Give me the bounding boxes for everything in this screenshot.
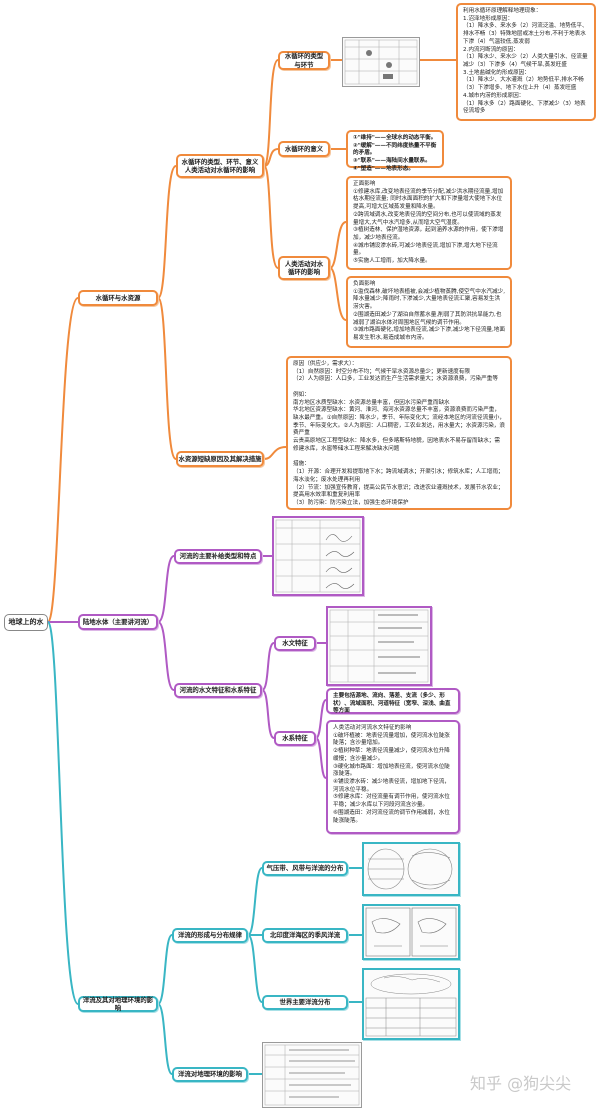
hydro-table-icon (329, 609, 429, 683)
water-cycle-table-image (342, 37, 420, 87)
recharge-table-icon (275, 519, 361, 593)
note-shortage-causes-measures: 原因（供应少，需求大）： （1）自然原因：时空分布不均；气候干旱水资源总量少；更… (286, 356, 512, 510)
edge-root-ocean (47, 621, 79, 1005)
world-currents-image (362, 968, 460, 1040)
leaf-human-impact[interactable]: 人类活动对水 循环的影响 (278, 256, 330, 280)
topic-current-formation[interactable]: 洋流的形成与分布规律 (172, 928, 248, 943)
note-positive-impact: 正面影响 ①修建水库,改变地表径流的季节分配,减少洪水期径流量,增加枯水期径流量… (346, 176, 512, 270)
leaf-cycle-significance[interactable]: 水循环的意义 (278, 141, 330, 157)
leaf-system-feature[interactable]: 水系特征 (274, 731, 316, 746)
note-human-river-impact: 人类活动对河流水文特征的影响 ①破坏植被：地表径流量增加，使河流水位陡涨陡落；含… (326, 720, 460, 834)
topic-river-hydro-system[interactable]: 河流的水文特征和水系特征 (174, 683, 262, 698)
leaf-world-currents[interactable]: 世界主要洋流分布 (262, 995, 348, 1010)
water-cycle-table-icon (344, 39, 418, 85)
monsoon-current-image (362, 904, 460, 960)
note-cycle-significance: ①"维持"——全球水的动态平衡。 ②"缓解"——不同纬度热量不平衡的矛盾。 ③"… (346, 130, 444, 172)
edge-root-water (47, 297, 79, 623)
topic-river-recharge[interactable]: 河流的主要补给类型和特点 (174, 549, 262, 564)
current-effect-table-image (262, 1042, 362, 1108)
watermark: 知乎 @狗尖尖 (470, 1074, 572, 1093)
leaf-pressure-wind-current[interactable]: 气压带、风带与洋流的分布 (262, 861, 348, 876)
leaf-hydrological-feature[interactable]: 水文特征 (274, 636, 316, 651)
monsoon-map-icon (365, 907, 457, 957)
pressure-belt-icon (367, 848, 453, 890)
topic-water-shortage[interactable]: 水资源短缺原因及其解决措施 (176, 451, 264, 467)
recharge-table-image (272, 516, 364, 596)
branch-ocean[interactable]: 洋流及其对地理环境的影响 (78, 996, 158, 1012)
note-swamp-causes: 利用水循环原理解释地理现象： 1.沼泽地形成原因： （1）降水多、来水多（2）河… (456, 3, 596, 121)
current-effect-table-icon (264, 1044, 360, 1106)
leaf-north-indian-monsoon[interactable]: 北印度洋海区的季风洋流 (262, 928, 348, 943)
branch-water-cycle[interactable]: 水循环与水资源 (78, 290, 158, 306)
hydro-feature-table-image (326, 606, 432, 686)
world-currents-icon (365, 973, 457, 1037)
note-water-system: 主要包括源地、流向、落差、支流（多少、形状）、流域面积、河道特征（宽窄、深浅、曲… (326, 688, 460, 714)
leaf-cycle-types[interactable]: 水循环的类型 与环节 (278, 51, 330, 70)
branch-land-water[interactable]: 陆地水体（主要讲河流） (78, 614, 158, 630)
pressure-belt-image (362, 842, 460, 896)
topic-water-cycle-types[interactable]: 水循环的类型、环节、意义 人类活动对水循环的影响 (176, 154, 264, 178)
topic-current-effect[interactable]: 洋流对地理环境的影响 (172, 1067, 248, 1082)
root-node[interactable]: 地球上的水 (4, 614, 48, 631)
note-negative-impact: 负面影响 ①滥伐森林,破坏地表植被,会减少植物蒸腾,使空气中水汽减少,降水量减少… (346, 276, 512, 348)
